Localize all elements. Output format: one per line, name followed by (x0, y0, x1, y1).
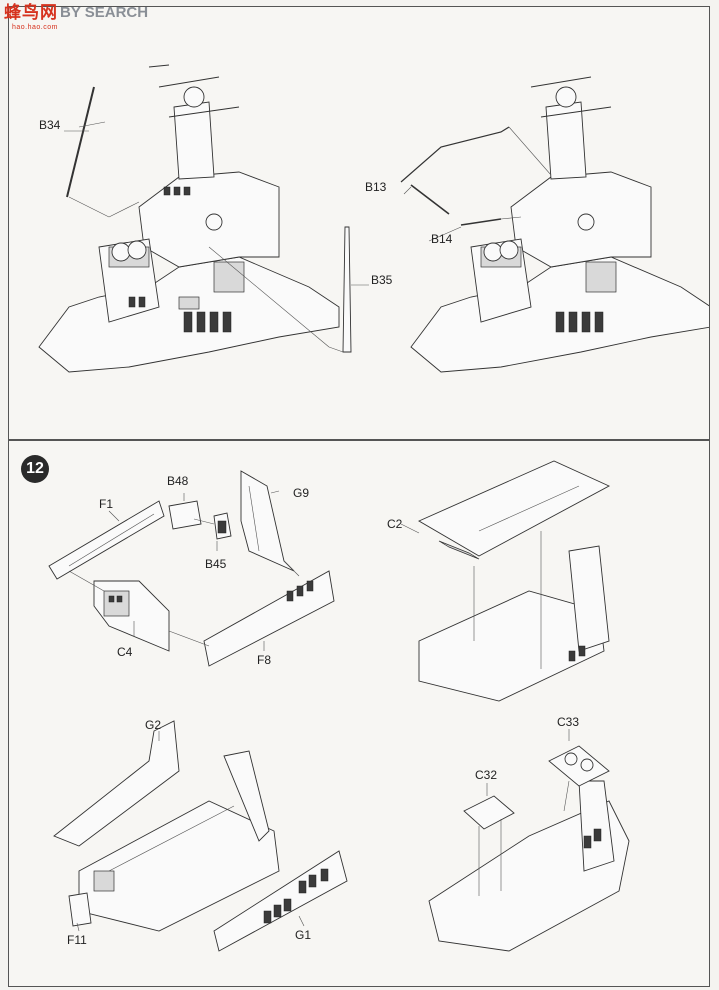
part-label-f8: F8 (257, 653, 272, 667)
watermark-text: BY SEARCH (60, 4, 149, 21)
watermark-url: hao.hao.com (12, 24, 58, 31)
part-label-b45: B45 (205, 557, 227, 571)
step-12-panel: 12 (8, 440, 710, 987)
watermark-logo: 蜂鸟网 (4, 2, 58, 23)
part-label-c4: C4 (117, 645, 133, 659)
part-label-g9: G9 (293, 486, 310, 500)
part-label-b35: B35 (371, 273, 393, 287)
part-label-c32: C32 (475, 768, 498, 782)
part-label-f11: F11 (67, 933, 87, 947)
part-label-b48: B48 (167, 474, 189, 488)
hull-sides-lower-left (53, 720, 348, 952)
part-label-f1: F1 (99, 497, 114, 511)
exploded-parts-upper-left (48, 470, 335, 667)
superstructure-base-lower-right (428, 745, 630, 952)
step-11-panel: B34 B35 B13 B14 (8, 6, 710, 440)
step-number-badge: 12 (21, 455, 49, 483)
part-label-g1: G1 (295, 928, 312, 942)
superstructure-right (400, 76, 709, 373)
site-watermark: 蜂鸟网 BY SEARCH hao.hao.com (4, 2, 149, 31)
deck-and-hull-upper-right (418, 460, 611, 702)
hull-assembly-drawings (48, 460, 630, 952)
part-label-c33: C33 (557, 715, 580, 729)
part-label-b13: B13 (365, 180, 387, 194)
part-label-b14: B14 (431, 232, 453, 246)
part-label-b34: B34 (39, 118, 61, 132)
part-label-g2: G2 (145, 718, 162, 732)
superstructure-left (38, 64, 352, 373)
part-label-c2: C2 (387, 517, 403, 531)
superstructure-mast-drawings (38, 64, 709, 373)
